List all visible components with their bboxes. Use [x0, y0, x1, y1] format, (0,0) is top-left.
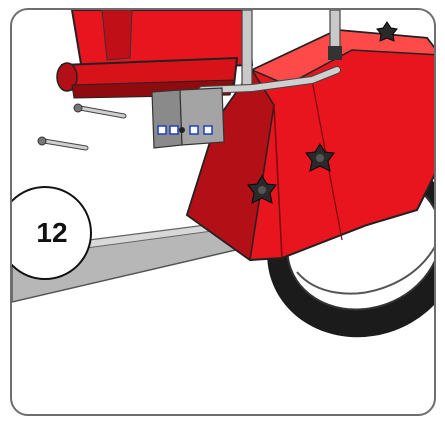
- knob-icon: [377, 22, 397, 41]
- illustration-frame: 12: [10, 8, 436, 416]
- bolt-icon: [74, 104, 124, 116]
- bolt-icon: [38, 137, 86, 148]
- mounting-bracket: [152, 88, 224, 148]
- seat-icon: [57, 10, 252, 98]
- step-number: 12: [22, 217, 67, 249]
